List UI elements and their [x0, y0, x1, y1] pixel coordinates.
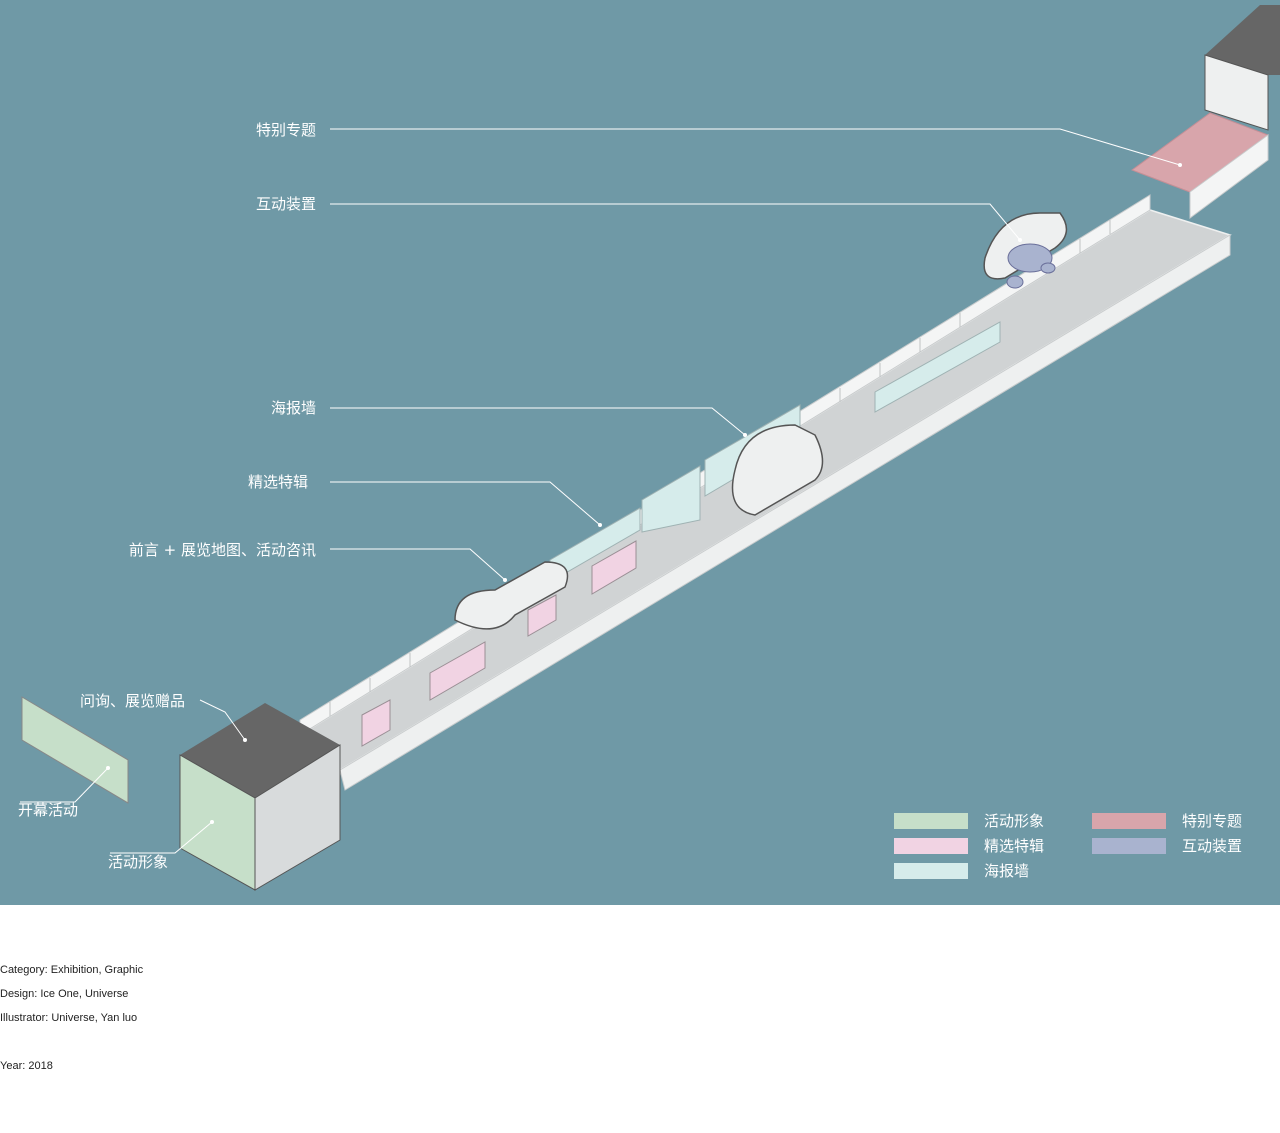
entrance-box-roof [180, 703, 340, 798]
legend-swatch [894, 862, 968, 879]
callout-opening: 开幕活动 [18, 801, 79, 819]
interactive-device [1006, 243, 1056, 289]
meta-design: Design: Ice One, Universe [0, 988, 129, 1000]
corridor-drawing [20, 5, 1280, 891]
callout-activity-image: 活动形象 [108, 853, 169, 871]
legend-item: 活动形象 [894, 810, 1044, 831]
legend-item: 特别专题 [1092, 810, 1242, 831]
arch-structures [454, 212, 1068, 630]
legend-item: 海报墙 [894, 860, 1029, 881]
far-railing [329, 220, 1111, 716]
special-topic-box-side [1189, 134, 1269, 219]
opening-panel [21, 696, 129, 804]
callout-inquiry: 问询、展览赠品 [80, 692, 186, 710]
legend-label: 活动形象 [984, 812, 1045, 830]
right-building-front [1204, 54, 1269, 131]
callout-selected: 精选特辑 [247, 473, 308, 491]
right-building-roof [1205, 5, 1280, 75]
selected-panels [361, 540, 637, 747]
legend-label: 精选特辑 [984, 837, 1045, 855]
callout-preface: 前言 + 展览地图、活动咨讯 [128, 541, 316, 559]
legend-label: 特别专题 [1182, 812, 1243, 830]
leader-lines [20, 128, 1181, 854]
entrance-box-right [254, 744, 341, 891]
legend-item: 互动装置 [1092, 835, 1242, 856]
exhibition-axonometric-diagram: 特别专题 互动装置 海报墙 精选特辑 前言 + 展览地图、活动咨讯 问询、展览赠… [0, 0, 1280, 905]
legend-swatch [1092, 837, 1166, 854]
legend-label: 互动装置 [1182, 837, 1243, 855]
meta-category: Category: Exhibition, Graphic [0, 964, 144, 976]
callout-special-topic: 特别专题 [255, 121, 316, 139]
legend-label: 海报墙 [984, 862, 1030, 880]
legend-swatch [894, 837, 968, 854]
callout-interactive: 互动装置 [255, 195, 316, 213]
callout-poster-wall: 海报墙 [270, 399, 316, 417]
legend-swatch [1092, 812, 1166, 829]
legend-item: 精选特辑 [894, 835, 1044, 856]
legend-swatch [894, 812, 968, 829]
meta-year: Year: 2018 [0, 1060, 53, 1072]
corridor-near-wall [339, 234, 1231, 791]
meta-illustrator: Illustrator: Universe, Yan luo [0, 1012, 138, 1024]
